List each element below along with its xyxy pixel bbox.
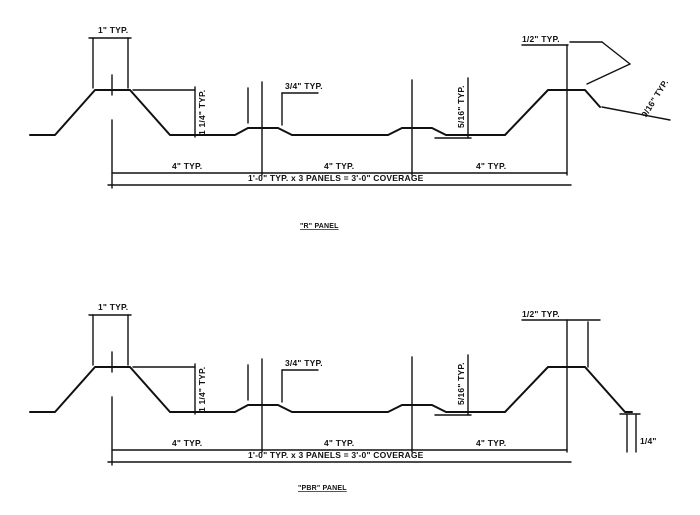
pbr-minor-height-label: 5/16" TYP. (456, 362, 466, 405)
pbr-minor-width-label: 3/4" TYP. (285, 358, 323, 368)
pbr-end-dims (521, 319, 641, 453)
r-coverage: 1'-0" TYP. x 3 PANELS = 3'-0" COVERAGE (248, 173, 424, 183)
pbr-rib-height-dim (132, 363, 196, 415)
r-rib-height-label: 1 1/4" TYP. (197, 90, 207, 135)
pbr-spacing-3: 4" TYP. (476, 438, 506, 448)
r-rib-height-dim (132, 86, 196, 138)
pbr-rib-height-label: 1 1/4" TYP. (197, 367, 207, 412)
r-panel-title: "R" PANEL (300, 223, 339, 230)
pbr-spacing-2: 4" TYP. (324, 438, 354, 448)
r-end-top-label: 1/2" TYP. (522, 34, 560, 44)
pbr-spacing-dims (107, 396, 572, 466)
pbr-coverage: 1'-0" TYP. x 3 PANELS = 3'-0" COVERAGE (248, 450, 424, 460)
r-minor-width-label: 3/4" TYP. (285, 81, 323, 91)
r-spacing-3: 4" TYP. (476, 161, 506, 171)
pbr-panel-diagram: 1" TYP. 1 1/4" TYP. 3/4" TYP. 5/16" TYP. (29, 302, 657, 492)
pbr-panel-title: "PBR" PANEL (298, 485, 347, 492)
r-panel-diagram: 1" TYP. 1 1/4" TYP. 3/4" TYP. 5/16" TYP. (29, 25, 671, 230)
r-spacing-2: 4" TYP. (324, 161, 354, 171)
pbr-rib-top-label: 1" TYP. (98, 302, 128, 312)
pbr-rib-top-dim (88, 314, 132, 373)
pbr-spacing-1: 4" TYP. (172, 438, 202, 448)
r-end-dims (521, 41, 671, 176)
r-spacing-1: 4" TYP. (172, 161, 202, 171)
r-minor-height-label: 5/16" TYP. (456, 85, 466, 128)
pbr-end-extra-label: 1/4" (640, 436, 657, 446)
r-rib-top-label: 1" TYP. (98, 25, 128, 35)
r-spacing-dims (107, 119, 572, 189)
r-panel-profile (29, 89, 601, 136)
pbr-minor-rib-dims (247, 354, 472, 453)
r-end-extra-label: 9/16" TYP. (639, 78, 670, 120)
pbr-end-top-label: 1/2" TYP. (522, 309, 560, 319)
pbr-panel-profile (29, 366, 633, 413)
r-rib-top-dim (88, 37, 132, 96)
r-minor-rib-dims (247, 77, 472, 176)
